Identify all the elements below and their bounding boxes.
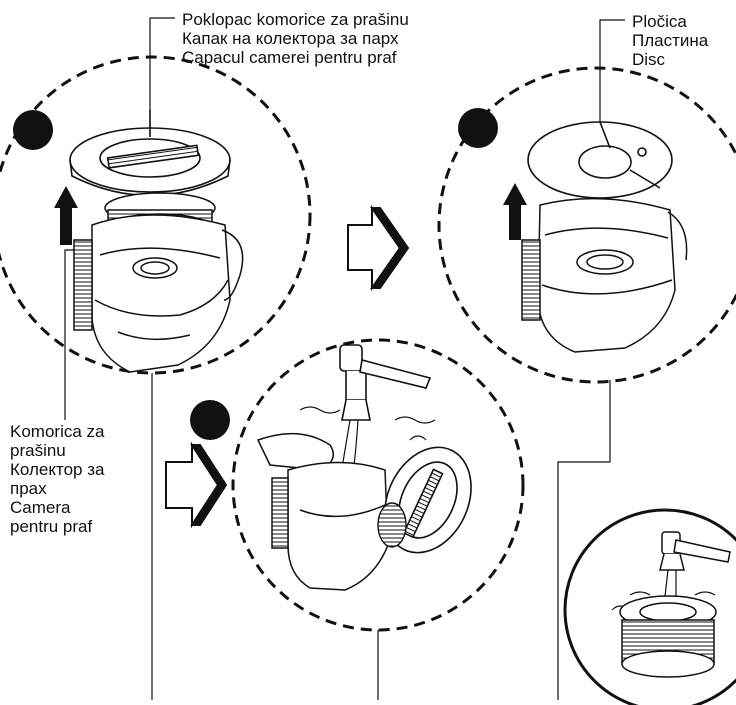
chamber-label-line-5: Camera: [10, 498, 104, 517]
step1-marker: [13, 110, 53, 150]
chamber-drawing: [74, 215, 243, 372]
filter3-drawing: [378, 503, 406, 547]
step1-panel: [0, 57, 310, 373]
disc-label: Pločica Пластина Disc: [632, 12, 708, 69]
chamber-label-line-6: pentru praf: [10, 517, 104, 536]
chamber-label-line-1: Komorica za: [10, 422, 104, 441]
up-arrow-icon: [503, 183, 527, 240]
lid-label: Poklopac komorice za prašinu Капак на ко…: [182, 10, 409, 67]
lid-label-line-2: Капак на колектора за парх: [182, 29, 409, 48]
disc-drawing: [528, 122, 672, 198]
up-arrow-icon: [54, 186, 78, 245]
chamber-label: Komorica za prašinu Колектор за прах Cam…: [10, 422, 104, 536]
chamber3-drawing: [272, 463, 388, 591]
lid-label-line-3: Capacul camerei pentru praf: [182, 48, 409, 67]
chamber-label-line-2: prašinu: [10, 441, 104, 460]
next-arrow-icon: [166, 445, 226, 525]
disc-label-line-2: Пластина: [632, 31, 708, 50]
lid-drawing: [70, 110, 230, 196]
chamber-label-line-3: Колектор за: [10, 460, 104, 479]
disc-label-line-1: Pločica: [632, 12, 708, 31]
next-arrow-icon: [348, 208, 408, 288]
faucet-drawing: [340, 345, 430, 420]
disc-label-line-3: Disc: [632, 50, 708, 69]
lid-label-line-1: Poklopac komorice za prašinu: [182, 10, 409, 29]
step3-marker: [190, 400, 230, 440]
chamber2-drawing: [522, 199, 687, 352]
step3-panel: [190, 340, 523, 630]
chamber-label-line-4: прах: [10, 479, 104, 498]
lid-leader: [150, 18, 175, 112]
filter-rinse-inset: [565, 510, 736, 705]
step2-marker: [458, 108, 498, 148]
step2-panel: [439, 68, 736, 382]
